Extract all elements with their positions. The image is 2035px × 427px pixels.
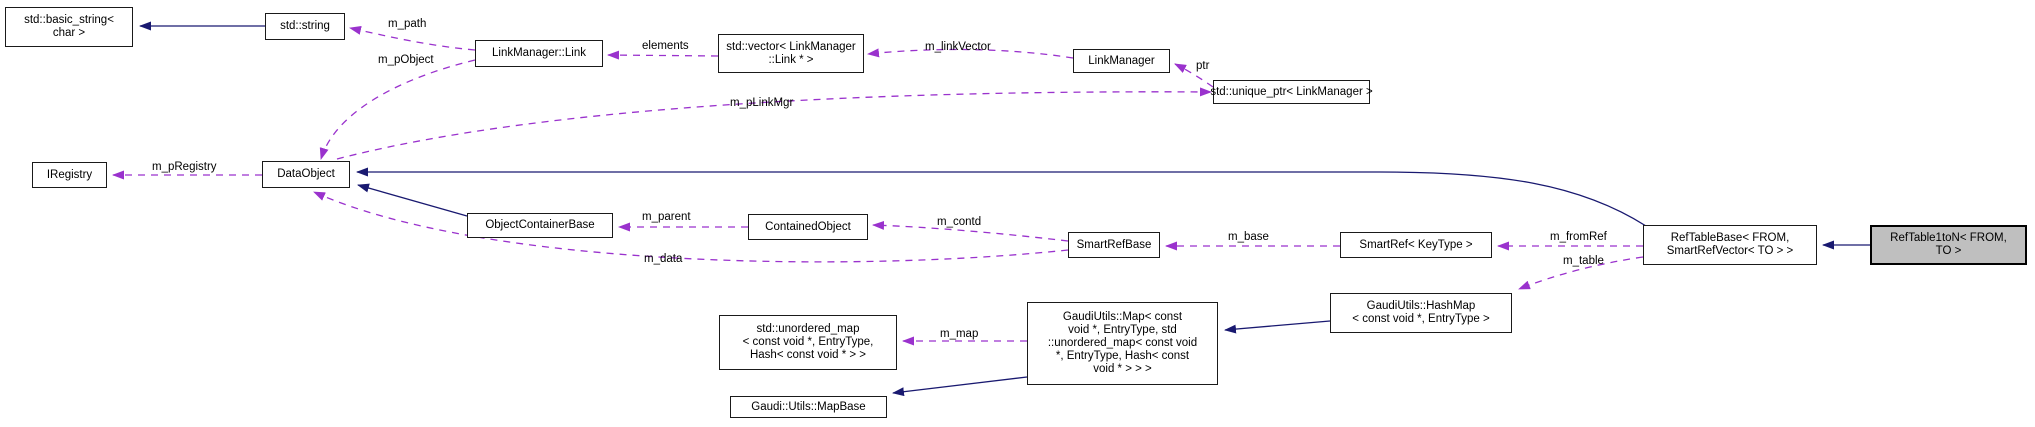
class-node-label: std::unordered_map xyxy=(756,323,860,335)
class-node-label: Hash< const void * > > xyxy=(749,349,867,361)
class-node-label: Gaudi::Utils::MapBase xyxy=(751,400,866,413)
class-node-label: GaudiUtils::Map< const xyxy=(1062,311,1183,323)
edge-label-m-pobject: m_pObject xyxy=(378,54,434,66)
class-node-smartrefbase[interactable]: SmartRefBase xyxy=(1068,232,1160,258)
class-node-label: SmartRefVector< TO > > xyxy=(1666,245,1794,257)
class-node-label: std::string xyxy=(280,20,330,32)
class-node-label: < const void *, EntryType > xyxy=(1352,313,1490,325)
class-node-containedobject[interactable]: ContainedObject xyxy=(748,214,868,240)
edge-hashmap-to-map xyxy=(1224,320,1331,334)
class-node-std-string[interactable]: std::string xyxy=(265,13,345,40)
edge-label-m-table: m_table xyxy=(1563,255,1604,267)
edge-link-m-path-to-string xyxy=(349,26,476,51)
class-node-label: std::unique_ptr< LinkManager > xyxy=(1210,85,1373,98)
edge-label-m-data: m_data xyxy=(644,253,683,265)
edge-label-m-linkvector: m_linkVector xyxy=(925,41,991,53)
class-node-gaudiutils-map[interactable]: GaudiUtils::Map< const void *, EntryType… xyxy=(1027,302,1218,385)
class-node-label: ObjectContainerBase xyxy=(485,219,595,231)
edge-smartrefbase-m-data-to-dataobject xyxy=(313,191,1069,263)
edge-label-m-pregistry: m_pRegistry xyxy=(152,161,217,173)
class-node-label: LinkManager xyxy=(1088,54,1155,67)
class-node-label: *, EntryType, Hash< const xyxy=(1055,350,1190,362)
class-node-label: void * > > > xyxy=(1093,363,1152,375)
class-node-label: GaudiUtils::HashMap xyxy=(1366,300,1476,312)
class-node-label: IRegistry xyxy=(46,168,93,181)
edge-vector-elements-to-link xyxy=(607,50,719,60)
class-node-gaudiutils-hashmap[interactable]: GaudiUtils::HashMap < const void *, Entr… xyxy=(1330,293,1512,333)
class-node-std-unique-ptr[interactable]: std::unique_ptr< LinkManager > xyxy=(1210,80,1373,104)
edge-label-m-path: m_path xyxy=(388,18,427,30)
edge-label-m-parent: m_parent xyxy=(642,211,691,223)
class-node-reftable1ton-focus: RefTable1toN< FROM, TO > xyxy=(1870,225,2027,265)
class-node-label: ContainedObject xyxy=(765,220,851,233)
edge-map-to-mapbase xyxy=(892,376,1028,397)
edge-reftablebase-m-table-to-hashmap xyxy=(1518,256,1644,290)
class-node-label: < const void *, EntryType, xyxy=(742,336,874,348)
edge-smartrefbase-m-contd-to-containedobject xyxy=(872,220,1069,242)
class-node-label: std::vector< LinkManager xyxy=(726,40,856,53)
edge-objectcontainerbase-to-dataobject xyxy=(357,183,468,217)
class-node-label: DataObject xyxy=(277,168,335,180)
class-node-label: void *, EntryType, std xyxy=(1068,324,1177,336)
class-node-label: RefTableBase< FROM, xyxy=(1670,232,1790,244)
edge-label-m-map: m_map xyxy=(940,328,979,340)
class-node-label: ::unordered_map< const void xyxy=(1047,337,1198,349)
class-node-label: SmartRef< KeyType > xyxy=(1359,238,1473,251)
class-node-label: std::basic_string< xyxy=(24,14,114,26)
edge-link-m-pobject-to-dataobject xyxy=(319,59,476,160)
edge-label-m-contd: m_contd xyxy=(937,216,982,228)
class-node-iregistry[interactable]: IRegistry xyxy=(32,162,107,188)
edge-label-ptr: ptr xyxy=(1196,60,1210,72)
edge-label-m-plinkmgr: m_pLinkMgr xyxy=(730,97,794,109)
class-node-basic-string[interactable]: std::basic_string< char > xyxy=(5,7,133,47)
edge-label-m-fromref: m_fromRef xyxy=(1550,231,1607,243)
edge-dataobject-m-plinkmgr-to-uniqueptr xyxy=(336,87,1212,160)
edge-uniqueptr-ptr-to-linkmanager xyxy=(1174,63,1214,88)
class-node-label: RefTable1toN< FROM, xyxy=(1890,232,2007,244)
class-node-label: LinkManager::Link xyxy=(492,47,586,59)
edge-label-m-base: m_base xyxy=(1228,231,1269,243)
edge-reftablebase-to-dataobject xyxy=(356,167,1647,227)
class-node-dataobject[interactable]: DataObject xyxy=(262,161,350,188)
class-node-label: SmartRefBase xyxy=(1076,238,1152,251)
class-node-reftablebase[interactable]: RefTableBase< FROM, SmartRefVector< TO >… xyxy=(1643,225,1817,265)
class-node-label: TO > xyxy=(1935,245,1962,257)
edge-label-elements: elements xyxy=(642,40,689,52)
class-node-linkmanager-link[interactable]: LinkManager::Link xyxy=(475,40,603,67)
class-node-smartref-keytype[interactable]: SmartRef< KeyType > xyxy=(1340,232,1492,258)
class-node-label: ::Link * > xyxy=(768,53,814,66)
class-node-label: char > xyxy=(52,27,86,39)
class-node-std-unordered-map[interactable]: std::unordered_map < const void *, Entry… xyxy=(719,315,897,370)
class-node-gaudi-utils-mapbase[interactable]: Gaudi::Utils::MapBase xyxy=(730,396,887,418)
class-node-objectcontainerbase[interactable]: ObjectContainerBase xyxy=(467,213,613,238)
class-node-std-vector-link[interactable]: std::vector< LinkManager ::Link * > xyxy=(718,34,864,73)
class-node-linkmanager[interactable]: LinkManager xyxy=(1073,49,1170,73)
